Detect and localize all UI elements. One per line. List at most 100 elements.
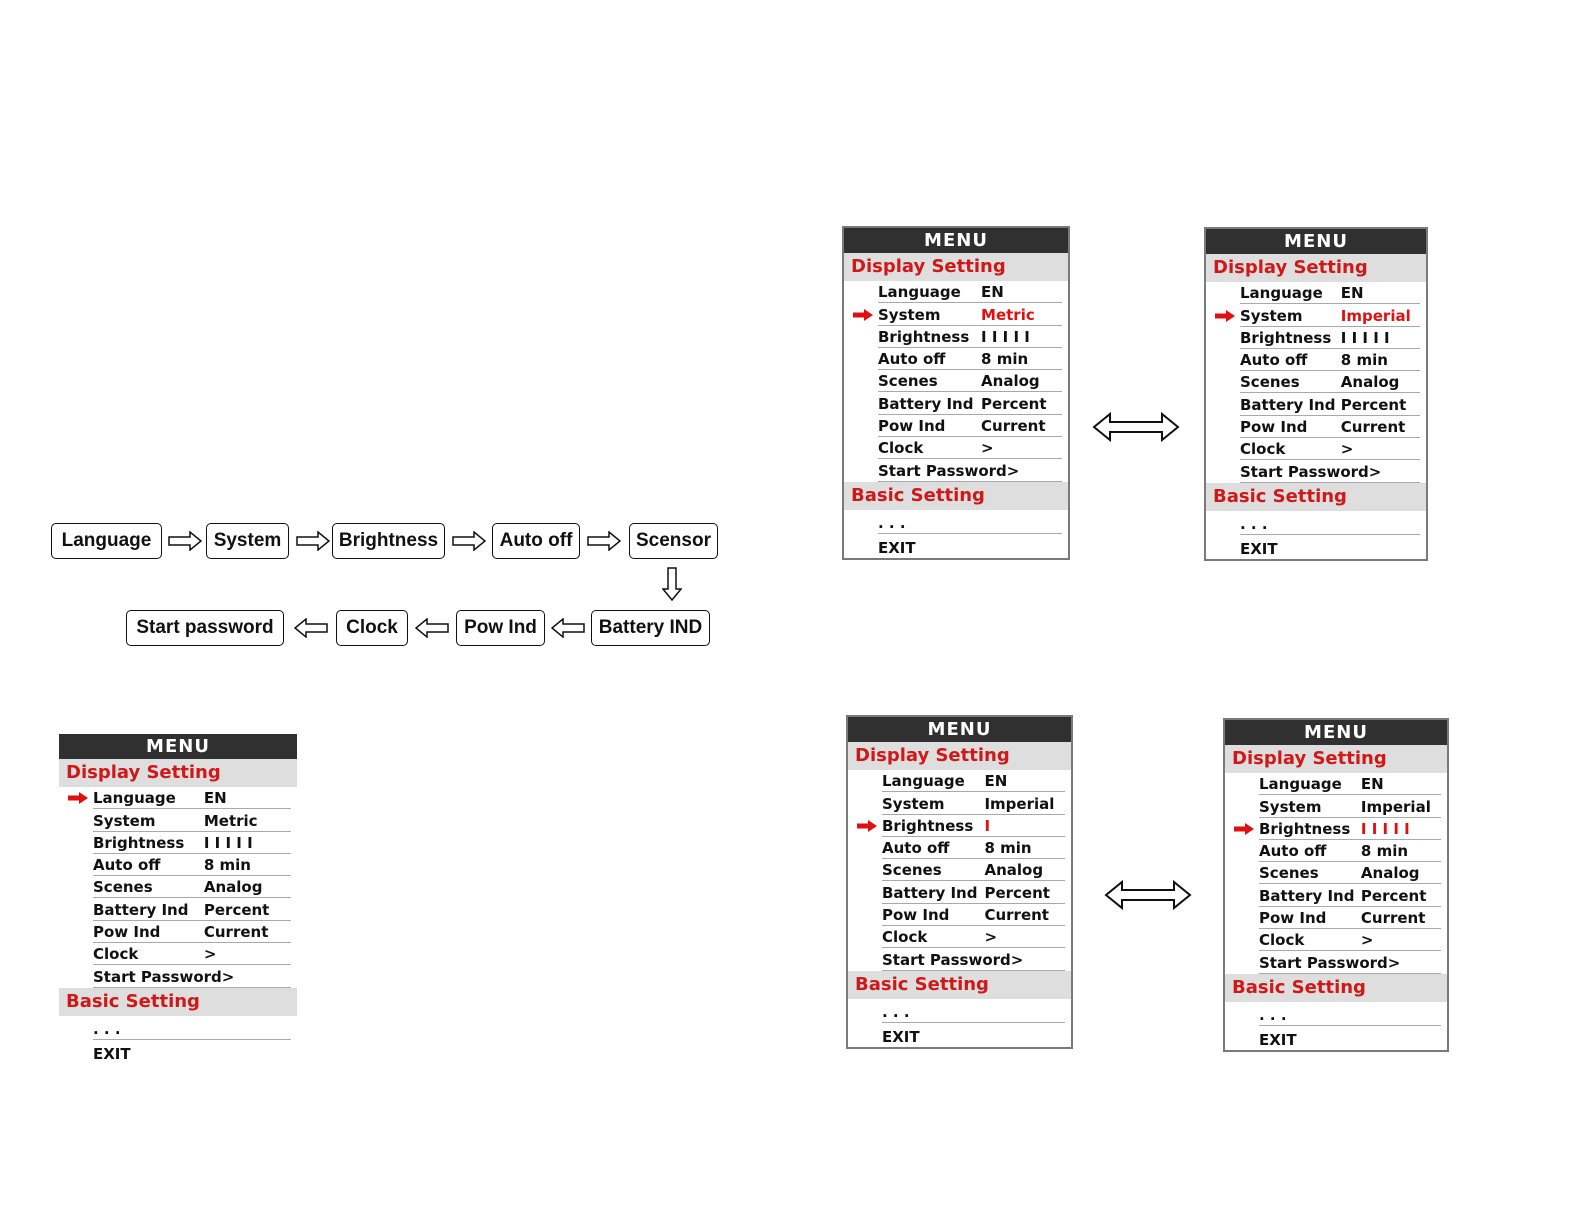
menu-item-exit[interactable]: EXIT <box>93 1040 291 1064</box>
flow-step-scensor: Scensor <box>629 523 718 559</box>
flow-step-brightness: Brightness <box>332 523 445 559</box>
flow-step-pow-ind: Pow Ind <box>456 610 545 646</box>
section-display-setting[interactable]: Display Setting <box>59 759 297 787</box>
menu-item-exit[interactable]: EXIT <box>882 1023 1065 1047</box>
menu-item-label: Brightness <box>1240 328 1332 347</box>
menu-item-label: Language <box>882 772 965 791</box>
flow-step-system: System <box>206 523 289 559</box>
menu-item-value: Analog <box>984 861 1044 880</box>
menu-item-value: 8 min <box>1360 842 1409 861</box>
menu-item-label: Pow Ind <box>878 417 946 436</box>
menu-item-more[interactable]: . . . <box>882 999 1065 1023</box>
menu-item-more[interactable]: . . . <box>93 1016 291 1040</box>
menu-item-label: Battery Ind <box>93 900 189 919</box>
exit-label: EXIT <box>878 538 916 557</box>
section-basic-setting[interactable]: Basic Setting <box>1206 482 1426 511</box>
section-display-setting[interactable]: Display Setting <box>844 253 1068 281</box>
menu-header: MENU <box>844 228 1068 253</box>
menu-item-value: Analog <box>1360 864 1420 883</box>
more-dots: . . . <box>878 513 906 532</box>
section-display-setting[interactable]: Display Setting <box>1206 254 1426 282</box>
hollow-down-arrow-icon <box>662 567 682 601</box>
menu-item-exit[interactable]: EXIT <box>1259 1026 1441 1050</box>
menu-item-start-password[interactable]: Start Password> <box>1240 460 1420 483</box>
menu-header: MENU <box>848 717 1071 742</box>
menu-item-clock[interactable]: Clock> <box>878 437 1062 460</box>
section-basic-setting[interactable]: Basic Setting <box>848 970 1071 999</box>
menu-item-more[interactable]: . . . <box>1259 1002 1441 1026</box>
menu-item-label: Start Password <box>878 461 1007 480</box>
menu-item-value: > <box>1340 440 1354 459</box>
menu-item-start-password[interactable]: Start Password> <box>1259 951 1441 974</box>
section-basic-setting[interactable]: Basic Setting <box>1225 973 1447 1002</box>
menu-item-brightness[interactable]: Brightness I I I I I <box>1234 818 1441 840</box>
exit-label: EXIT <box>93 1044 131 1063</box>
menu-item-label: Scenes <box>93 878 153 897</box>
menu-item-value: I I I I I <box>1360 819 1410 838</box>
menu-item-value: 8 min <box>203 856 251 875</box>
menu-item-label: Scenes <box>878 372 938 391</box>
hollow-left-arrow-icon <box>415 618 449 638</box>
menu-item-clock[interactable]: Clock> <box>1259 929 1441 952</box>
menu-item-start-password[interactable]: Start Password> <box>93 965 291 988</box>
flow-step-clock: Clock <box>336 610 408 646</box>
section-display-setting[interactable]: Display Setting <box>1225 745 1447 773</box>
menu-item-label: Pow Ind <box>882 906 950 925</box>
flow-step-start-password: Start password <box>126 610 284 646</box>
menu-item-start-password[interactable]: Start Password> <box>882 948 1065 971</box>
menu-item-label: System <box>1259 797 1322 816</box>
menu-item-label: Brightness <box>1259 819 1351 838</box>
menu-item-clock[interactable]: Clock> <box>882 926 1065 949</box>
menu-item-clock[interactable]: Clock> <box>1240 438 1420 461</box>
menu-item-label: Brightness <box>93 833 185 852</box>
menu-item-clock[interactable]: Clock> <box>93 943 291 966</box>
menu-item-exit[interactable]: EXIT <box>878 534 1062 558</box>
menu-item-start-password[interactable]: Start Password> <box>878 459 1062 482</box>
menu-item-label: System <box>1240 306 1303 325</box>
section-display-setting[interactable]: Display Setting <box>848 742 1071 770</box>
section-basic-setting[interactable]: Basic Setting <box>844 481 1068 510</box>
menu-item-more[interactable]: . . . <box>878 510 1062 534</box>
menu-item-exit[interactable]: EXIT <box>1240 535 1420 559</box>
menu-item-value: I I I I I <box>981 327 1030 346</box>
menu-item-more[interactable]: . . . <box>1240 511 1420 535</box>
menu-header: MENU <box>1225 720 1447 745</box>
right-arrow-icon <box>1215 309 1235 322</box>
section-basic-setting[interactable]: Basic Setting <box>59 987 297 1016</box>
